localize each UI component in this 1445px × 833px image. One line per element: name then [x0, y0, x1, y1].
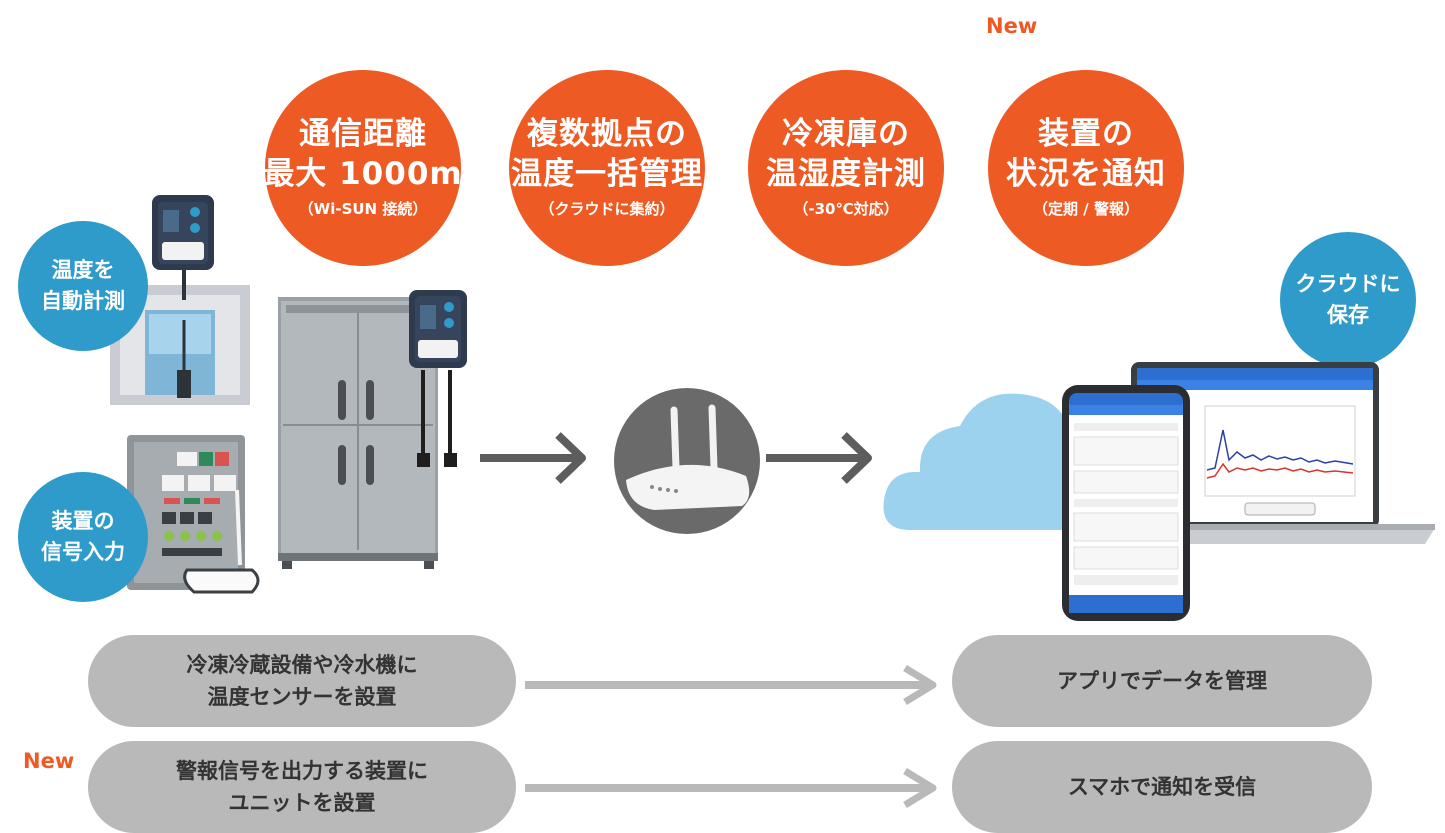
- flow-left-install-sensor: 冷凍冷蔵設備や冷水機に 温度センサーを設置: [88, 635, 516, 727]
- flow-left-install-unit: 警報信号を出力する装置に ユニットを設置: [88, 741, 516, 833]
- flow-right-label: スマホで通知を受信: [1067, 775, 1257, 799]
- flow-left-line1: 冷凍冷蔵設備や冷水機に: [186, 653, 418, 677]
- flow-left-line2: 温度センサーを設置: [207, 685, 397, 709]
- flow-right-label: アプリでデータを管理: [1057, 669, 1267, 693]
- feature-subtitle: （クラウドに集約）: [539, 200, 675, 218]
- new-badge: New: [23, 749, 75, 773]
- smartphone-icon: [1062, 385, 1190, 621]
- flow-right-manage-data: アプリでデータを管理: [952, 635, 1372, 727]
- feature-freezer: 冷凍庫の 温湿度計測 （-30℃対応）: [748, 70, 944, 266]
- label-line1: 温度を: [51, 258, 115, 282]
- label-line2: 保存: [1327, 303, 1369, 327]
- feature-title-line2: 温度一括管理: [511, 156, 703, 192]
- wi-sun-gateway-icon: [614, 388, 760, 534]
- label-line2: 自動計測: [41, 289, 125, 313]
- feature-subtitle: （Wi-SUN 接続）: [298, 200, 428, 218]
- label-line2: 信号入力: [41, 540, 125, 564]
- feature-title-line1: 通信距離: [299, 116, 427, 152]
- label-cloud-save: クラウドに 保存: [1280, 232, 1416, 368]
- feature-subtitle: （定期 / 警報）: [1033, 200, 1139, 218]
- flow-right-receive-notification: スマホで通知を受信: [952, 741, 1372, 833]
- feature-title-line1: 冷凍庫の: [782, 116, 910, 152]
- arrow-right-icon: [525, 768, 937, 808]
- label-line1: 装置の: [51, 509, 115, 533]
- feature-title-line2: 温湿度計測: [766, 156, 926, 192]
- feature-title-line1: 装置の: [1038, 116, 1134, 152]
- feature-range: 通信距離 最大 1000m （Wi-SUN 接続）: [263, 70, 463, 266]
- new-badge: New: [986, 14, 1038, 38]
- feature-subtitle: （-30℃対応）: [793, 200, 899, 218]
- flow-left-line2: ユニットを設置: [228, 791, 376, 815]
- label-line1: クラウドに: [1295, 272, 1401, 296]
- feature-title-line2: 最大 1000m: [263, 156, 463, 192]
- arrow-right-icon: [766, 432, 872, 484]
- feature-multi-site: 複数拠点の 温度一括管理 （クラウドに集約）: [509, 70, 705, 266]
- control-panel-icon: [127, 435, 260, 594]
- temperature-sensor-icon: [110, 195, 250, 405]
- refrigerator-icon: [278, 290, 467, 569]
- label-auto-measure: 温度を 自動計測: [18, 221, 148, 351]
- flow-left-line1: 警報信号を出力する装置に: [176, 759, 428, 783]
- arrow-right-icon: [480, 432, 586, 484]
- feature-notify: 装置の 状況を通知 （定期 / 警報）: [988, 70, 1184, 266]
- feature-title-line1: 複数拠点の: [527, 116, 687, 152]
- cloud-icon: [883, 393, 1112, 530]
- label-signal-input: 装置の 信号入力: [18, 472, 148, 602]
- arrow-right-icon: [525, 665, 937, 705]
- feature-title-line2: 状況を通知: [1006, 156, 1166, 192]
